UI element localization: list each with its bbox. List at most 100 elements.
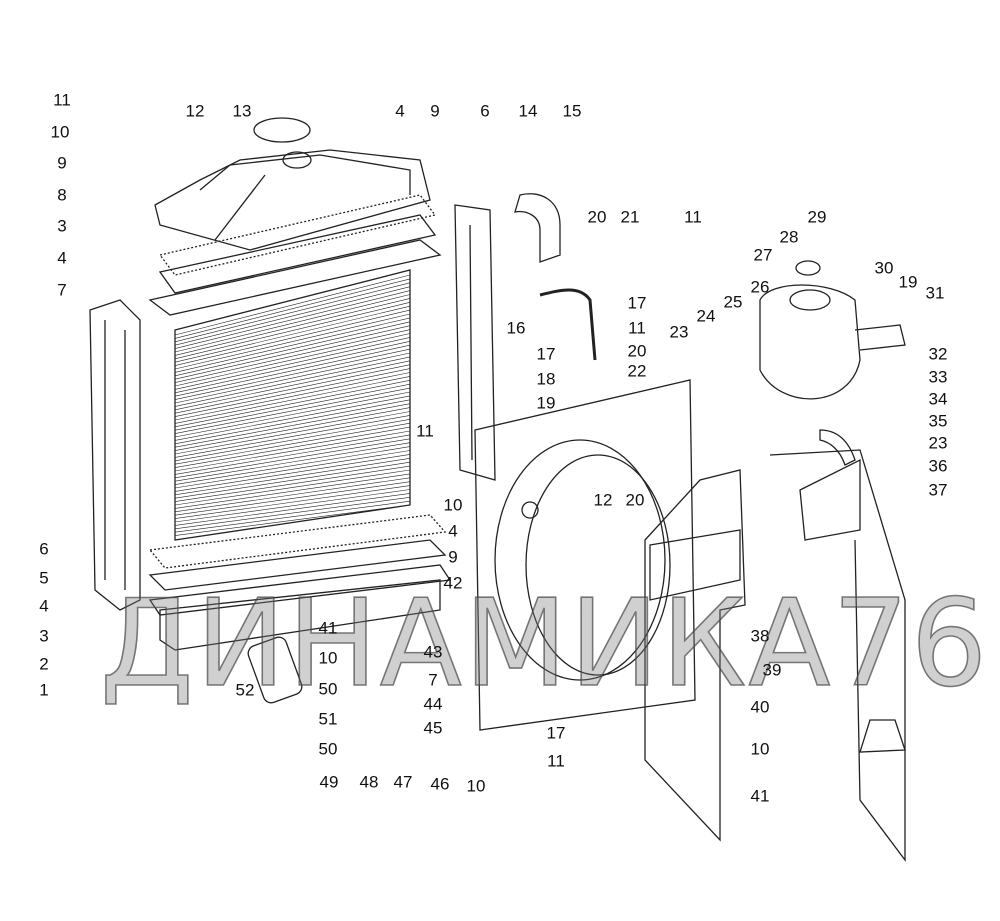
callout-38: 38	[750, 626, 770, 646]
radiator-fin	[174, 395, 411, 441]
radiator-fin	[174, 329, 411, 383]
callout-39: 39	[762, 660, 782, 680]
radiator-fin	[174, 278, 411, 339]
callout-30: 30	[874, 258, 894, 278]
callout-44: 44	[423, 694, 443, 714]
callout-22: 22	[627, 361, 647, 381]
callout-12: 12	[185, 101, 205, 121]
radiator-fin	[174, 403, 411, 448]
callout-29: 29	[807, 207, 827, 227]
callout-41: 41	[750, 786, 770, 806]
callout-16: 16	[506, 318, 526, 338]
right-frame	[454, 204, 496, 481]
callout-46: 46	[430, 774, 450, 794]
radiator-fin	[174, 465, 411, 502]
callout-33: 33	[928, 367, 948, 387]
radiator-fin	[174, 391, 411, 438]
radiator-core	[174, 269, 411, 541]
radiator-fin	[174, 422, 411, 465]
radiator-fin	[174, 411, 411, 455]
hoses	[514, 193, 856, 466]
callout-24: 24	[696, 306, 716, 326]
radiator-fin	[174, 309, 411, 366]
callout-4: 4	[395, 101, 405, 121]
callout-20: 20	[587, 207, 607, 227]
bottom-tank	[159, 579, 441, 704]
callout-15: 15	[562, 101, 582, 121]
callout-9: 9	[57, 153, 67, 173]
callout-11: 11	[547, 751, 565, 771]
fan-shroud	[474, 379, 696, 731]
callout-9: 9	[430, 101, 440, 121]
callout-6: 6	[39, 539, 49, 559]
callout-51: 51	[318, 709, 338, 729]
callout-20: 20	[625, 490, 645, 510]
callout-4: 4	[57, 248, 67, 268]
callout-3: 3	[39, 626, 49, 646]
callout-11: 11	[53, 90, 71, 110]
callout-23: 23	[928, 433, 948, 453]
callout-19: 19	[536, 393, 556, 413]
callout-50: 50	[318, 739, 338, 759]
callout-10: 10	[443, 495, 463, 515]
radiator-fin	[174, 415, 411, 458]
radiator-fin	[174, 364, 411, 414]
radiator-fin	[174, 313, 411, 370]
radiator-fin	[174, 321, 411, 377]
callout-7: 7	[57, 280, 67, 300]
radiator-fin	[174, 356, 411, 407]
radiator-fin	[174, 399, 411, 445]
radiator-fin	[174, 282, 411, 343]
callout-32: 32	[928, 344, 948, 364]
callout-8: 8	[57, 185, 67, 205]
callout-49: 49	[319, 772, 339, 792]
callout-19: 19	[898, 272, 918, 292]
callout-21: 21	[620, 207, 640, 227]
watermark: ДИНАМИКА76	[99, 575, 990, 714]
callout-52: 52	[235, 680, 255, 700]
callout-18: 18	[536, 369, 556, 389]
radiator-fin	[174, 341, 411, 394]
radiator-fin	[174, 380, 411, 428]
callout-50: 50	[318, 679, 338, 699]
callout-41: 41	[318, 618, 338, 638]
radiator-fin	[174, 383, 411, 431]
radiator-fin	[174, 337, 411, 390]
radiator-fin	[174, 469, 411, 506]
gaskets	[148, 194, 452, 616]
radiator-fin	[174, 477, 411, 513]
callout-23: 23	[669, 322, 689, 342]
callout-40: 40	[750, 697, 770, 717]
callout-1: 1	[39, 680, 49, 700]
callout-11: 11	[416, 421, 434, 441]
callout-42: 42	[443, 573, 463, 593]
radiator-fin	[174, 302, 411, 360]
callout-28: 28	[779, 227, 799, 247]
callout-14: 14	[518, 101, 538, 121]
callout-4: 4	[39, 596, 49, 616]
callout-17: 17	[546, 723, 566, 743]
callout-9: 9	[448, 547, 458, 567]
callout-17: 17	[536, 344, 556, 364]
callout-10: 10	[318, 648, 338, 668]
radiator-fin	[174, 489, 411, 523]
callout-25: 25	[723, 292, 743, 312]
callout-20: 20	[627, 341, 647, 361]
radiator-fin	[174, 360, 411, 411]
radiator-fin	[174, 325, 411, 380]
guard-covers	[644, 449, 906, 862]
callout-34: 34	[928, 389, 948, 409]
radiator-fin	[174, 458, 411, 496]
radiator-fin	[174, 305, 411, 363]
callout-12: 12	[593, 490, 613, 510]
callout-10: 10	[50, 122, 70, 142]
radiator-fin	[174, 298, 411, 356]
radiator-fin	[174, 450, 411, 489]
radiator-fin	[174, 446, 411, 485]
radiator-fin	[174, 274, 411, 336]
callout-11: 11	[628, 318, 646, 338]
callout-10: 10	[466, 776, 486, 796]
callout-3: 3	[57, 216, 67, 236]
callout-37: 37	[928, 480, 948, 500]
